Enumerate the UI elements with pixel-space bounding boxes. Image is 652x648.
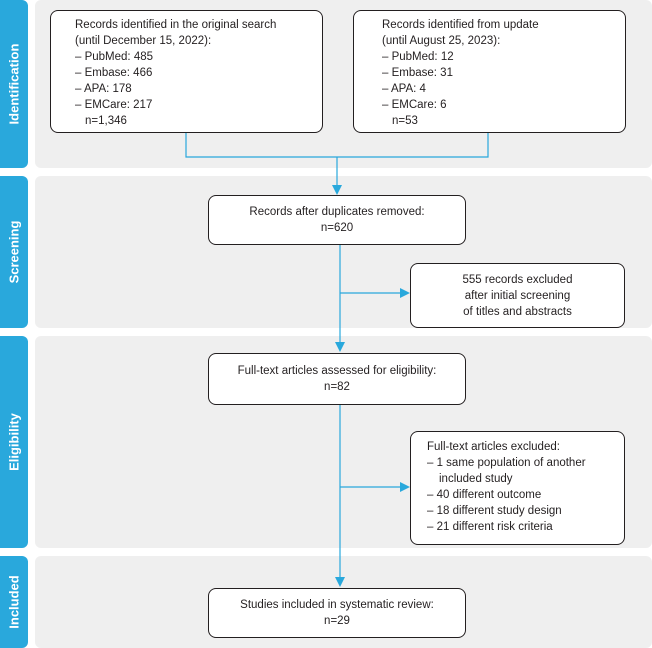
fulltext-excluded-item2: – 40 different outcome [427,489,542,501]
included-studies-box: Studies included in systematic review: n… [208,588,466,638]
fulltext-assessed-box: Full-text articles assessed for eligibil… [208,353,466,405]
included-studies-count: n=29 [324,615,350,627]
fulltext-assessed-count: n=82 [324,381,350,393]
fulltext-excluded-item1-cont: included study [439,473,513,485]
original-search-apa: – APA: 178 [75,83,132,95]
screening-excluded-line2: after initial screening [464,289,571,302]
original-search-emcare: – EMCare: 217 [75,99,153,111]
original-search-box: Records identified in the original searc… [50,10,323,133]
update-search-title-line1: Records identified from update [382,19,539,31]
duplicates-removed-label: Records after duplicates removed: [249,206,425,218]
screening-excluded-box: 555 records excluded after initial scree… [410,263,625,328]
original-search-title-line1: Records identified in the original searc… [75,19,277,31]
update-search-emcare: – EMCare: 6 [382,99,447,111]
fulltext-excluded-item3: – 18 different study design [427,505,562,517]
update-search-apa: – APA: 4 [382,83,426,95]
original-search-pubmed: – PubMed: 485 [75,51,154,63]
fulltext-excluded-item4: – 21 different risk criteria [427,521,553,533]
update-search-embase: – Embase: 31 [382,67,453,79]
included-studies-label: Studies included in systematic review: [240,599,434,611]
duplicates-removed-box: Records after duplicates removed: n=620 [208,195,466,245]
original-search-embase: – Embase: 466 [75,67,153,79]
phase-label-identification: Identification [0,0,28,168]
screening-excluded-line3: of titles and abstracts [463,305,572,318]
update-search-title-line2: (until August 25, 2023): [382,35,501,47]
original-search-title-line2: (until December 15, 2022): [75,35,212,47]
fulltext-excluded-item1: – 1 same population of another [427,457,586,469]
fulltext-excluded-title: Full-text articles excluded: [427,441,560,453]
duplicates-removed-count: n=620 [320,222,354,234]
connector-original-to-merge [185,133,489,158]
phase-label-screening: Screening [0,176,28,328]
update-search-pubmed: – PubMed: 12 [382,51,454,63]
phase-label-included: Included [0,556,28,648]
phase-label-eligibility: Eligibility [0,336,28,548]
fulltext-excluded-box: Full-text articles excluded: – 1 same po… [410,431,625,545]
fulltext-assessed-label: Full-text articles assessed for eligibil… [237,365,437,377]
update-search-total: n=53 [392,115,418,127]
screening-excluded-line1: 555 records excluded [462,273,573,286]
update-search-box: Records identified from update (until Au… [353,10,626,133]
original-search-total: n=1,346 [85,115,127,127]
